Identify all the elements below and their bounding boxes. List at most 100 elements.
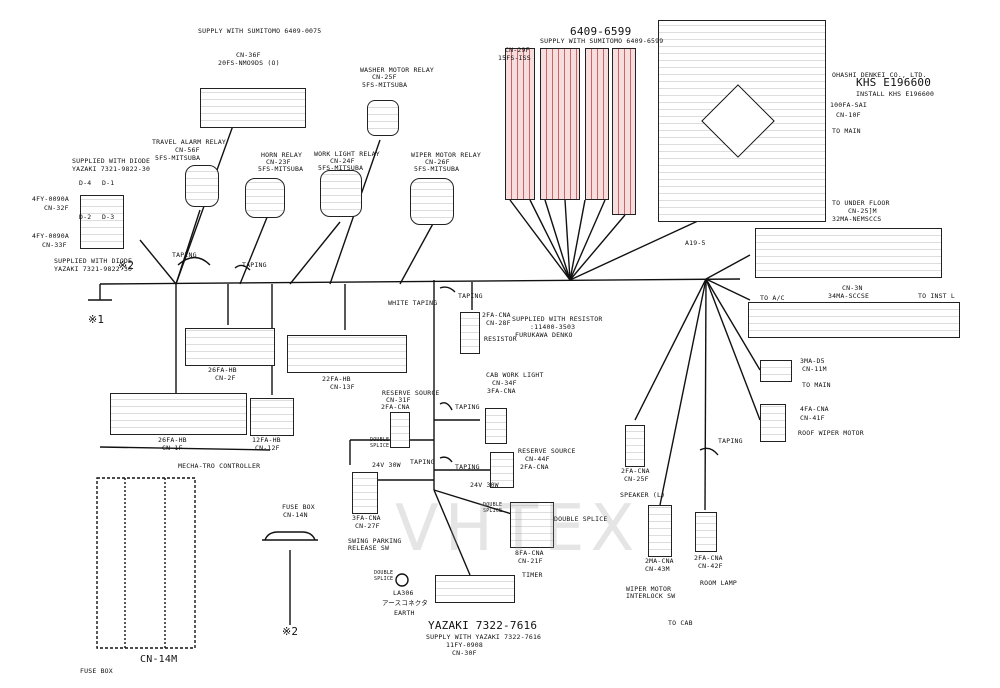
cn44f-id: CN-44F xyxy=(525,455,550,463)
cn28f-maker: FURUKAWA DENKO xyxy=(515,331,573,339)
earth-part: LA306 xyxy=(393,589,414,597)
connector-cn31f xyxy=(390,412,410,448)
cn42f-name: ROOM LAMP xyxy=(700,579,738,587)
connector-work-light xyxy=(320,170,362,217)
mark-1: ※1 xyxy=(88,313,105,326)
label-d3: D-3 xyxy=(102,213,115,221)
connector-cn21f xyxy=(510,502,554,548)
watermark: VHTEX xyxy=(395,492,641,566)
diode-lower-supply: SUPPLIED WITH DIODE xyxy=(54,257,133,265)
cn41f-id: CN-41F xyxy=(800,414,825,422)
taping-label-4: TAPING xyxy=(455,403,480,411)
cn28f-id: CN-28F xyxy=(486,319,511,327)
cn10f-part: KHS E196600 xyxy=(856,76,932,89)
connector-under-floor xyxy=(755,228,942,278)
cn34f-title: CAB WORK LIGHT xyxy=(486,371,544,379)
cn10f-install: INSTALL KHS E196600 xyxy=(856,90,935,98)
cn30f-part: 11FY-0908 xyxy=(446,641,484,649)
cn1f-id: CN-1F xyxy=(162,444,183,452)
label-d4: D-4 xyxy=(79,179,92,187)
double-splice-small-1: DOUBLE SPLICE xyxy=(370,437,390,449)
cn42f-id: CN-42F xyxy=(698,562,723,570)
cn2f-part: 26FA-HB xyxy=(208,366,237,374)
under-floor-id: CN-25]M xyxy=(848,207,877,215)
connector-cn3n xyxy=(748,302,960,338)
connector-cn28f xyxy=(460,312,480,354)
interlock-label: WIPER MOTOR INTERLOCK SW xyxy=(626,585,676,600)
travel-alarm-id: CN-56F xyxy=(175,146,200,154)
horn-id: CN-23F xyxy=(266,158,291,166)
cn44f-part: 2FA-CNA xyxy=(520,463,549,471)
cn13f-id: CN-13F xyxy=(330,383,355,391)
connector-cn25f xyxy=(625,425,645,467)
cn25f-id: CN-25F xyxy=(624,475,649,483)
travel-alarm-part: 5FS-MITSUBA xyxy=(155,154,201,162)
cn28f-resistor: SUPPLIED WITH RESISTOR xyxy=(512,315,603,323)
cn29f-id: CN-29F xyxy=(505,46,530,54)
taping-label-2: TAPING xyxy=(242,261,267,269)
taping-label-5: TAPING xyxy=(410,458,435,466)
cn29f-part: 15FS-ISS xyxy=(498,54,531,62)
a19-label: A19-5 xyxy=(685,239,706,247)
connector-horn xyxy=(245,178,285,218)
connector-cn29f-3 xyxy=(585,48,609,200)
cn21f-part: 8FA-CNA xyxy=(515,549,544,557)
washer-part: 5FS-MITSUBA xyxy=(362,81,408,89)
work-light-id: CN-24F xyxy=(330,157,355,165)
diode-upper-supply: SUPPLIED WITH DIODE xyxy=(72,157,151,165)
cn10f-maker: OHASHI DENKEI CO., LTD. xyxy=(832,71,927,79)
under-floor-part: 32MA-NEMSCCS xyxy=(832,215,882,223)
cn36f-part: 20FS-NMO9DS (O) xyxy=(218,59,280,67)
diode-upper-id: CN-32F xyxy=(44,204,69,212)
label-d2: D-2 xyxy=(79,213,92,221)
cn25f-name: SPEAKER (L) xyxy=(620,491,666,499)
cn30f-yazaki: YAZAKI 7322-7616 xyxy=(428,619,538,632)
cn29f-code: 6409-6599 xyxy=(570,25,632,38)
cn12f-part: 12FA-HB xyxy=(252,436,281,444)
mark-2-left: ※2 xyxy=(118,259,135,272)
connector-cn36f xyxy=(200,88,306,128)
cn21f-name: TIMER xyxy=(522,571,543,579)
double-splice-small-2: DOUBLE SPLICE xyxy=(483,502,503,514)
connector-cn29f-1 xyxy=(505,48,535,200)
connector-cn44f xyxy=(490,452,514,488)
fuse-14m-id: CN-14M xyxy=(140,654,178,665)
wattage-label-1: 24V 30W xyxy=(372,461,401,469)
cn3n-to-ac: TO A/C xyxy=(760,294,785,302)
cn11m-part: 3MA-D5 xyxy=(800,357,825,365)
connector-cn1f xyxy=(110,393,247,435)
connector-washer xyxy=(367,100,399,136)
work-light-title: WORK LIGHT RELAY xyxy=(314,150,380,158)
mecha-tro-label: MECHA-TRO CONTROLLER xyxy=(178,462,261,470)
cn43m-part: 2MA-CNA xyxy=(645,557,674,565)
taping-label-3: TAPING xyxy=(458,292,483,300)
cn12f-id: CN-12F xyxy=(255,444,280,452)
cn29f-supply: SUPPLY WITH SUMITOMO 6409-6599 xyxy=(540,37,664,45)
cn2f-id: CN-2F xyxy=(215,374,236,382)
taping-label-6: TAPING xyxy=(455,463,480,471)
cn27f-part: 3FA-CNA xyxy=(352,514,381,522)
cn13f-part: 22FA-HB xyxy=(322,375,351,383)
cn21f-id: CN-21F xyxy=(518,557,543,565)
cn44f-title: RESERVE SOURCE xyxy=(518,447,576,455)
connector-cn29f-2 xyxy=(540,48,580,200)
cn28f-part: 2FA-CNA xyxy=(482,311,511,319)
diode-lower-id: CN-33F xyxy=(42,241,67,249)
taping-label-1: TAPING xyxy=(172,251,197,259)
cn41f-part: 4FA-CNA xyxy=(800,405,829,413)
diode-lower-part: 4FY-0090A xyxy=(32,232,70,240)
cn42f-part: 2FA-CNA xyxy=(694,554,723,562)
connector-cn13f xyxy=(287,335,407,373)
earth-label: EARTH xyxy=(394,609,415,617)
diode-upper-part: 4FY-0090A xyxy=(32,195,70,203)
cn43m-id: CN-43M xyxy=(645,565,670,573)
cn3n-part: 34MA-SCCSE xyxy=(828,292,870,300)
cn3n-to-inst: TO INST L xyxy=(918,292,956,300)
label-d1: D-1 xyxy=(102,179,115,187)
washer-title: WASHER MOTOR RELAY xyxy=(360,66,435,74)
connector-cn27f xyxy=(352,472,378,514)
main-trunk-wire xyxy=(99,278,741,285)
wiper-title: WIPER MOTOR RELAY xyxy=(411,151,481,159)
cn31f-title: RESERVE SOURCE xyxy=(382,389,440,397)
